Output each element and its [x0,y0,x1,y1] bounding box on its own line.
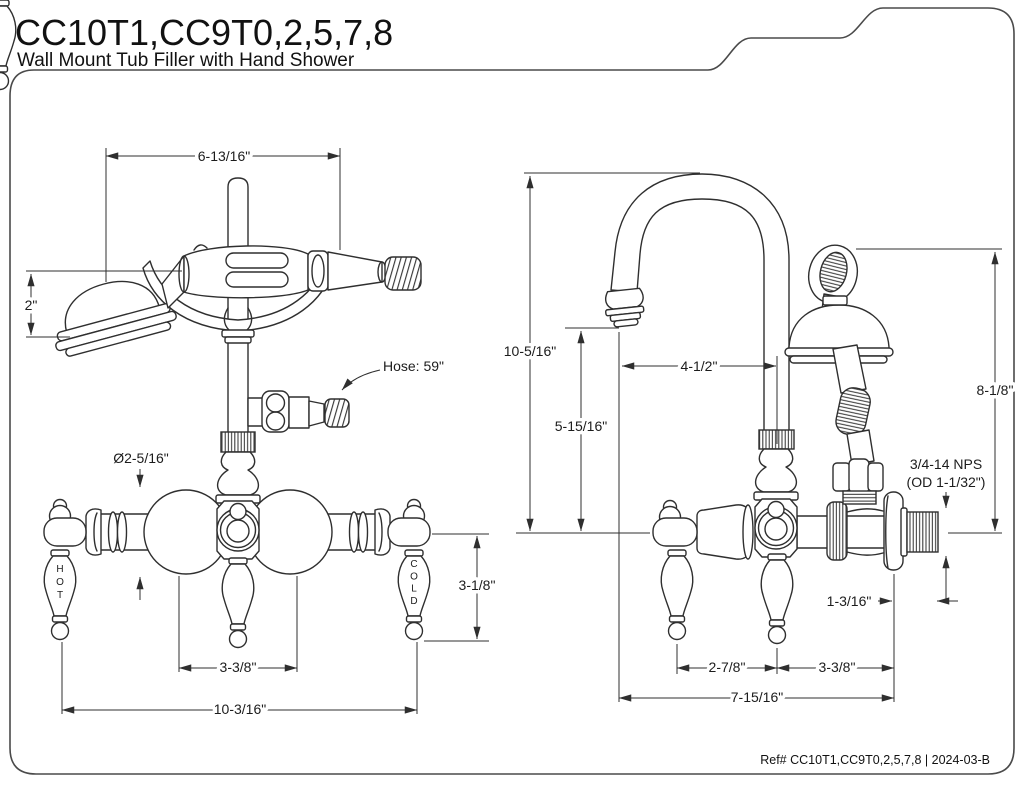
dim-head-height: 2" [25,297,38,313]
thread-spec-label: 3/4-14 NPS [910,456,982,472]
dim-wall-projection: 1-3/16" [827,593,872,609]
page-subtitle: Wall Mount Tub Filler with Hand Shower [17,50,355,71]
sheet-border [9,7,1015,775]
thread-od-label: (OD 1-1/32") [907,474,986,490]
front-view-artwork [43,177,431,575]
front-view-dimensions: 6-13/16" 2" Hose: 59" Ø2-5/16" 3-1/8" 3-… [21,145,499,721]
dim-shower-hook-height: 8-1/8" [977,382,1014,398]
hose-length-label: Hose: 59" [383,358,444,374]
dim-overall-depth: 7-15/16" [731,689,783,705]
dim-spout-to-handle: 2-7/8" [709,659,746,675]
dim-spout-clearance: 5-15/16" [555,418,607,434]
side-view-dimensions: 10-5/16" 5-15/16" 4-1/2" 8-1/8" 3/4-14 N… [500,172,1017,709]
dim-overall-height: 10-5/16" [504,343,556,359]
dim-spout-reach: 4-1/2" [681,358,718,374]
dim-handshower-length: 6-13/16" [198,148,250,164]
page-title: CC10T1,CC9T0,2,5,7,8 [15,12,393,53]
dim-handle-to-wall: 3-3/8" [819,659,856,675]
footer-reference: Ref# CC10T1,CC9T0,2,5,7,8 | 2024-03-B [760,753,990,767]
dim-body-diameter: Ø2-5/16" [113,450,169,466]
side-view-artwork [605,173,939,645]
dim-overall-width: 10-3/16" [214,701,266,717]
dim-handle-drop: 3-1/8" [459,577,496,593]
dim-supply-centers: 3-3/8" [220,659,257,675]
